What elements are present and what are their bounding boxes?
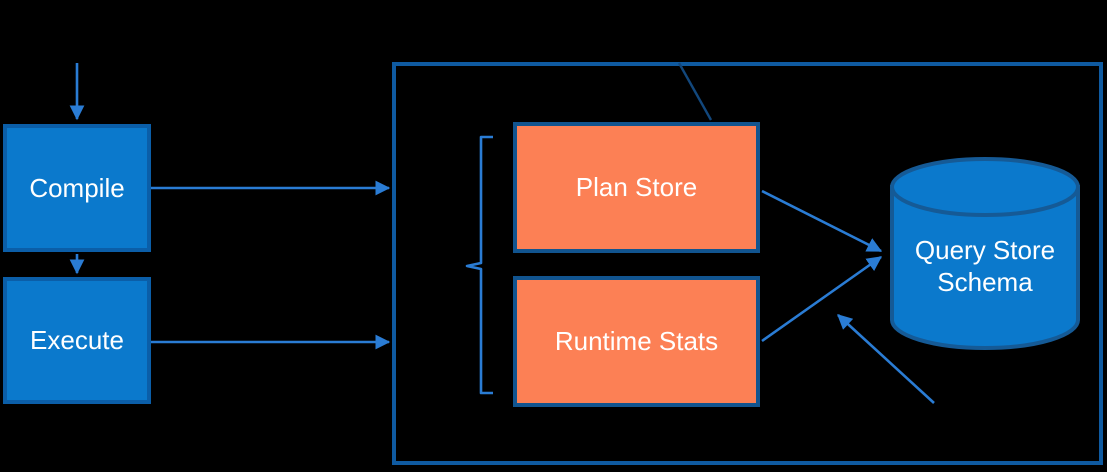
plan-store-label: Plan Store bbox=[575, 172, 698, 202]
runtime-stats-label: Runtime Stats bbox=[554, 326, 719, 356]
query-store-schema-label: Query Store Schema bbox=[890, 234, 1080, 298]
query-store-schema-line1: Query Store bbox=[914, 235, 1056, 265]
compile-node: Compile bbox=[3, 124, 151, 252]
compile-label: Compile bbox=[29, 172, 125, 203]
runtime-stats-node: Runtime Stats bbox=[513, 276, 760, 407]
execute-label: Execute bbox=[30, 325, 124, 355]
execute-node: Execute bbox=[3, 277, 151, 404]
query-store-schema-line2: Schema bbox=[937, 267, 1033, 297]
query-store-container-box bbox=[392, 62, 1103, 465]
plan-store-node: Plan Store bbox=[513, 122, 760, 253]
